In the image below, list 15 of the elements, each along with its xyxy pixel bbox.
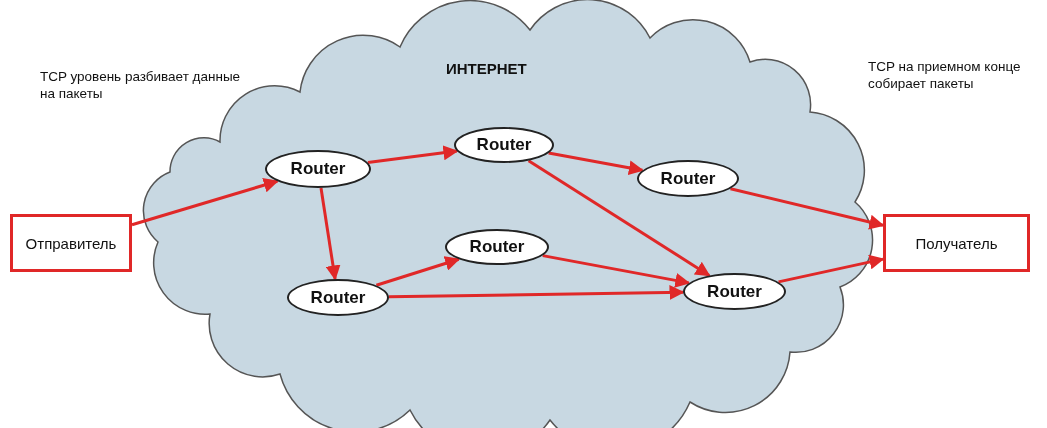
- arrow: [542, 254, 691, 288]
- arrow: [375, 256, 461, 287]
- arrow: [527, 159, 711, 277]
- cloud-title: ИНТЕРНЕТ: [446, 60, 527, 77]
- note-text: TCP уровень разбивает данные на пакеты: [40, 68, 242, 102]
- arrow: [548, 151, 644, 176]
- arrow: [131, 177, 279, 227]
- arrow: [319, 187, 341, 281]
- endpoint-box: Отправитель: [10, 214, 132, 272]
- arrow: [367, 145, 459, 165]
- arrow: [730, 187, 885, 230]
- arrow: [778, 254, 885, 284]
- arrow: [388, 285, 685, 300]
- endpoint-box: Получатель: [883, 214, 1030, 272]
- note-text: TCP на приемном конце собирает пакеты: [868, 58, 1022, 92]
